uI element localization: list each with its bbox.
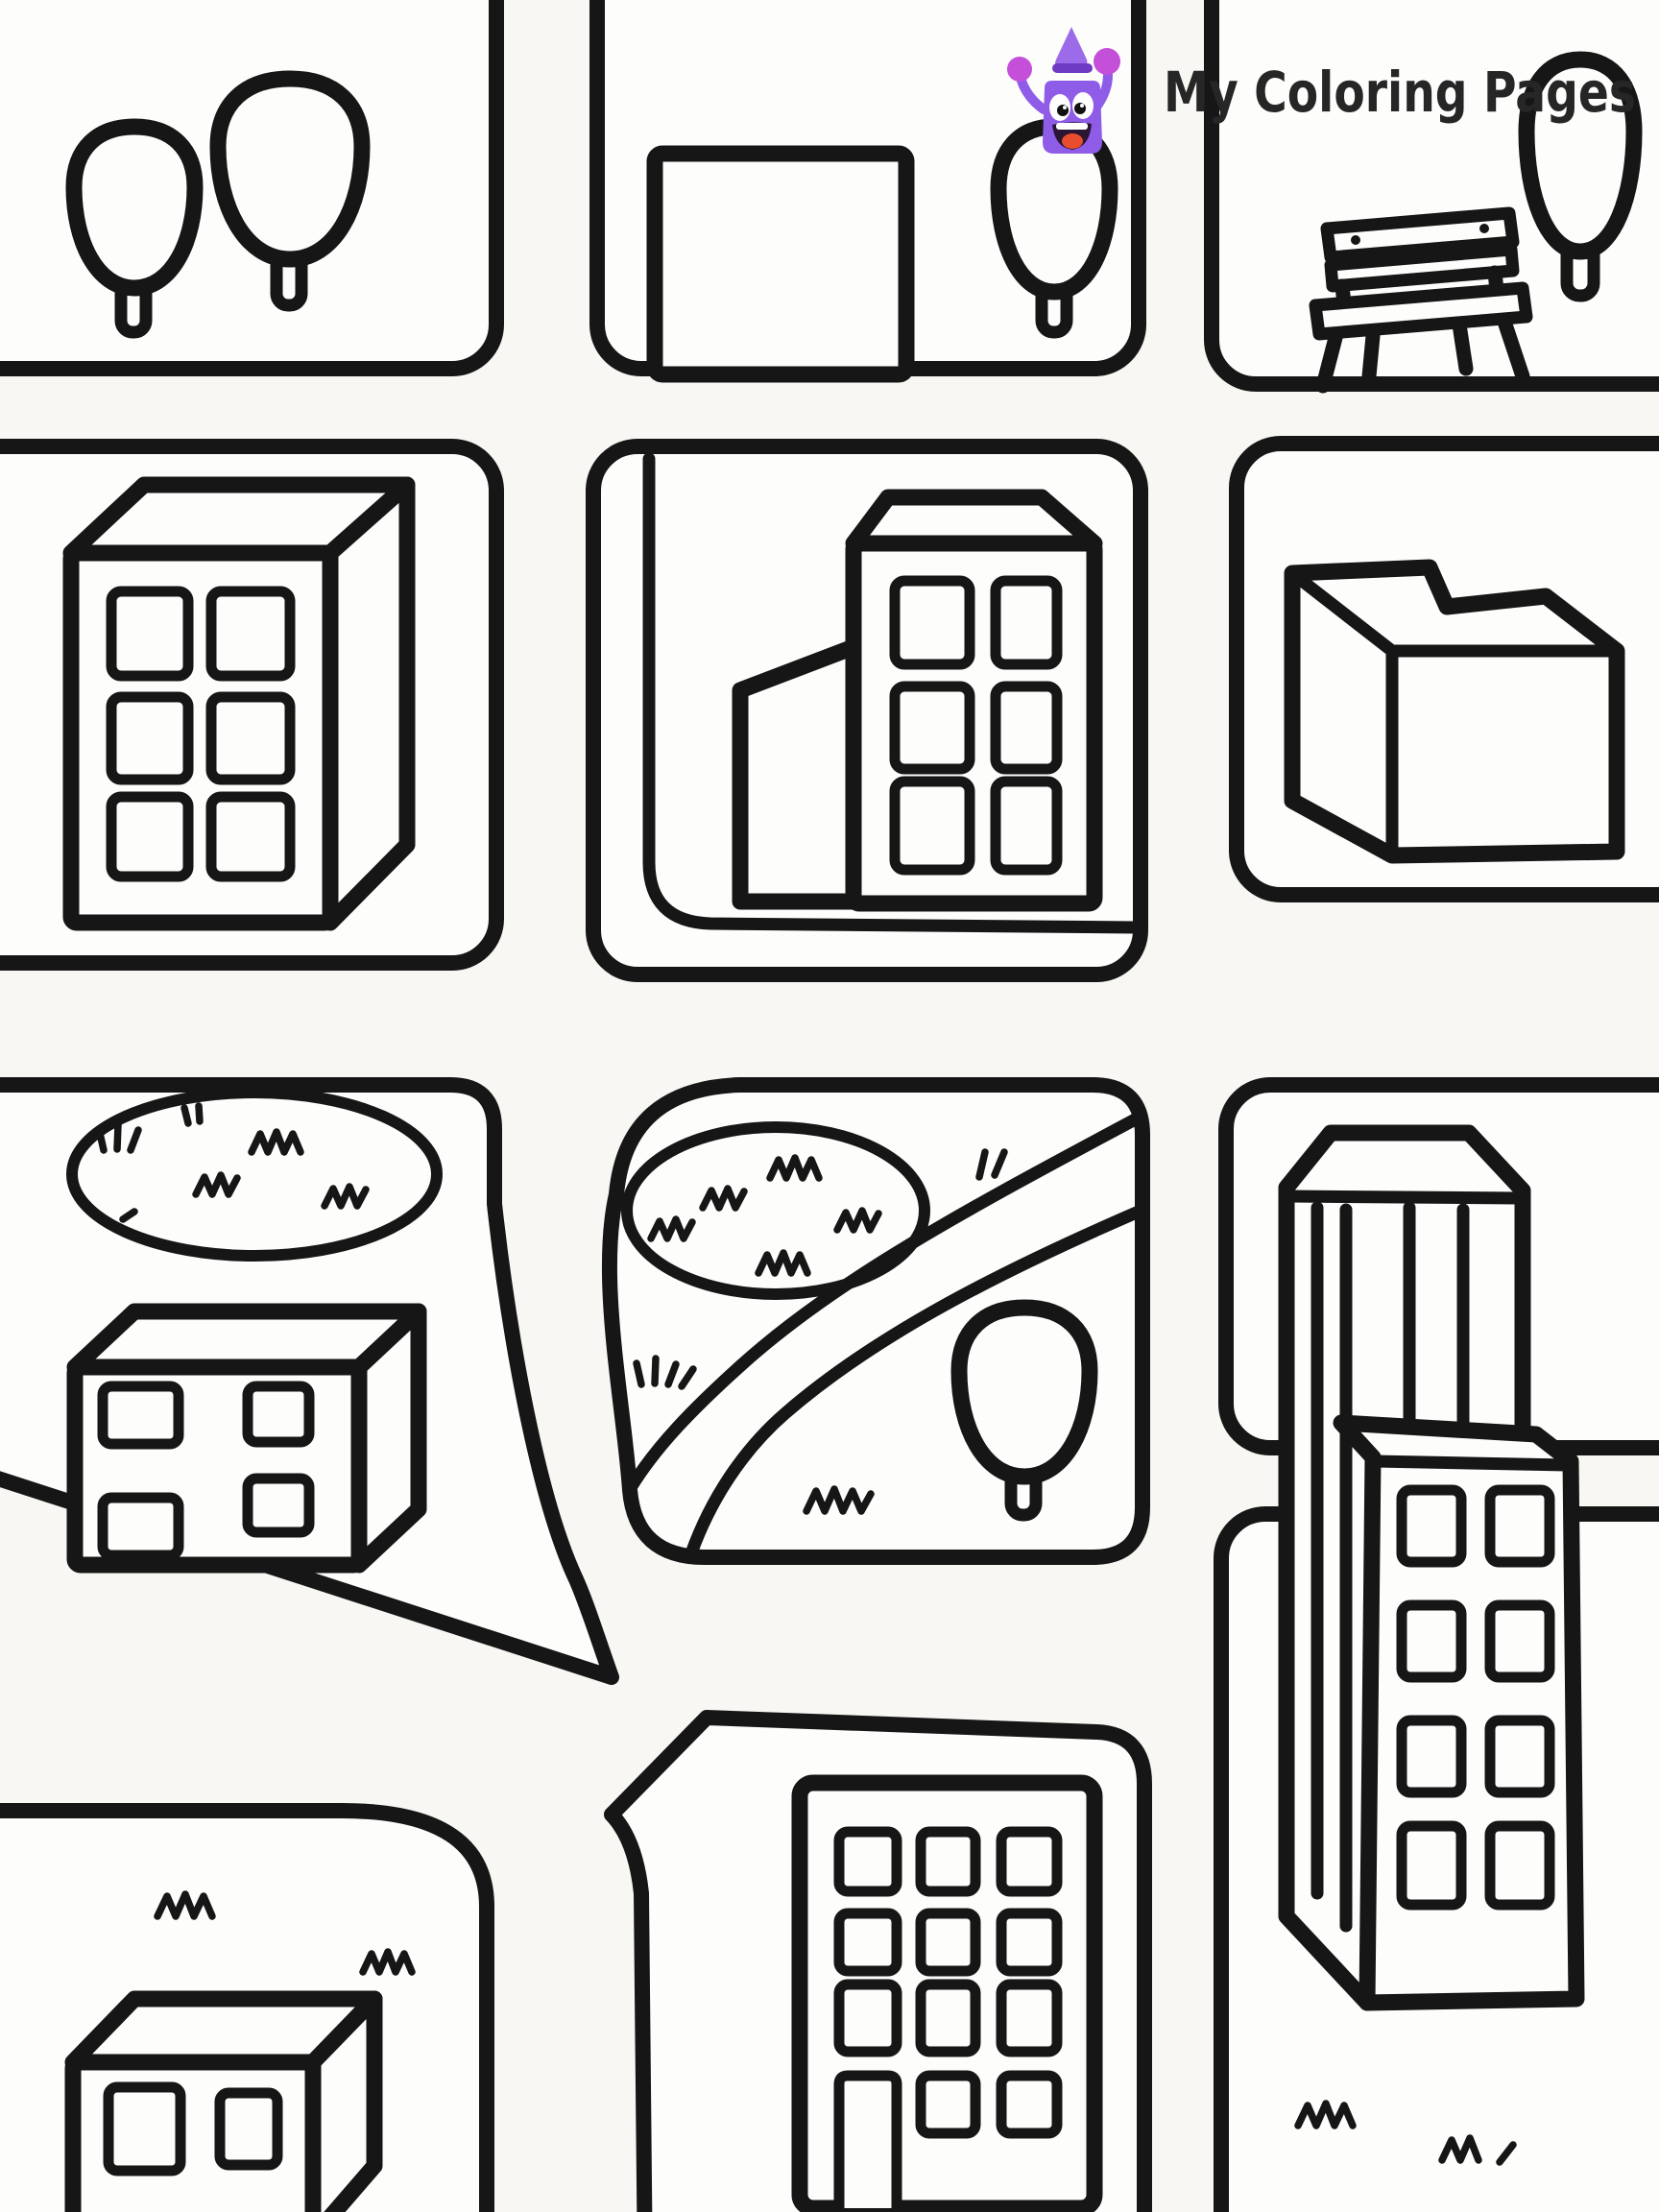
building-side-face [350, 1303, 427, 1574]
block-f-building [1284, 559, 1625, 864]
walking-path-lower-edge [685, 1205, 1145, 1560]
grass-tufts [154, 1890, 416, 1976]
mascot-eye-glint [1080, 104, 1084, 108]
tree-icon [959, 1308, 1090, 1477]
tower-windows [889, 575, 1063, 876]
building-side-face [322, 476, 416, 931]
walking-path-upper-edge [625, 1111, 1145, 1493]
tree-icon [998, 127, 1110, 292]
building-door [833, 2070, 902, 2208]
mascot-left-fist [1007, 57, 1032, 82]
bench-icon [1309, 206, 1533, 394]
building-windows [106, 586, 296, 882]
block-c-contents [1315, 60, 1634, 386]
back-tower-top-edge [1284, 1190, 1526, 1205]
grass-tufts [633, 1148, 1008, 1515]
logo-text: My Coloring Pages [1164, 60, 1636, 125]
notched-box-edges [1286, 566, 1623, 862]
block-g-contents [66, 1087, 443, 1574]
bench-bolt [1351, 235, 1360, 245]
block-b-contents [655, 127, 1110, 374]
mascot-right-fist [1094, 48, 1120, 75]
block-a-trees [74, 79, 362, 332]
skyscraper [1278, 1124, 1585, 2011]
tree-icon [1527, 60, 1634, 252]
mascot-teeth [1056, 123, 1088, 130]
mascot-pupil [1057, 105, 1069, 116]
tree-icon [218, 79, 362, 259]
building-windows [103, 2081, 283, 2176]
block-j-contents [64, 1890, 416, 2212]
building-3d [64, 1990, 383, 2212]
building-3d [66, 1303, 427, 1574]
block-l-tufts [1294, 2100, 1517, 2166]
tree-icon [74, 127, 195, 288]
bench-bolt [1479, 224, 1489, 233]
plaza-rectangle [646, 145, 915, 383]
mascot-eye-glint [1063, 106, 1067, 109]
block-k-building [791, 1774, 1103, 2212]
mascot-pupil [1074, 103, 1086, 114]
grass-pond [66, 1087, 443, 1262]
mascot-cone-band [1052, 63, 1093, 73]
building-windows [97, 1381, 315, 1561]
building-windows [833, 1826, 1063, 2139]
front-tower-top-edge [1368, 1455, 1574, 1472]
mascot-tongue [1062, 133, 1083, 149]
crayon-mascot [1007, 27, 1120, 154]
inner-curb-line [642, 452, 1142, 934]
mascot-left-arm [1017, 76, 1048, 114]
block-d-building [62, 476, 416, 931]
block-h-contents [627, 1118, 1139, 1553]
grass-tufts [95, 1102, 370, 1223]
front-tower-windows [1396, 1484, 1555, 1911]
block-e-contents [642, 452, 1142, 934]
grass-pond [621, 1121, 930, 1300]
mascot-cone [1055, 27, 1088, 66]
building-wing [732, 638, 862, 910]
back-tower-stripes [1310, 1201, 1470, 1933]
